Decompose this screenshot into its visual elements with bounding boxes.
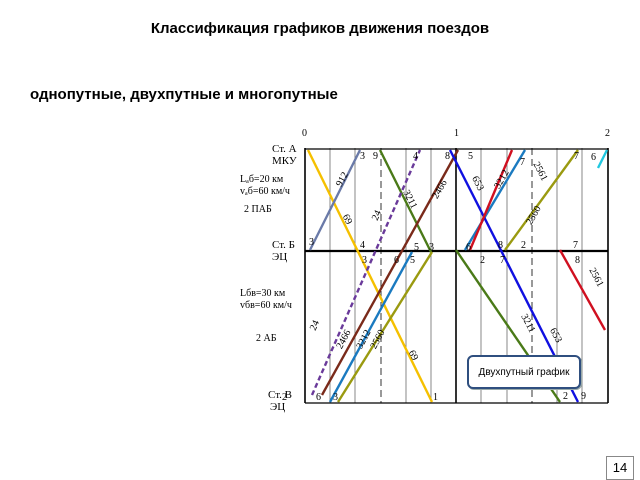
train-line-purple <box>310 149 422 396</box>
station-b-name: Ст. Б <box>272 239 295 251</box>
station-a-type: МКУ <box>272 155 297 167</box>
minute-mark: 2 <box>563 391 568 402</box>
train-line-green-1 <box>378 149 433 253</box>
minute-mark: 5 <box>468 151 473 162</box>
callout-double-track: Двухпутный график <box>467 355 581 389</box>
train-line-teal-2 <box>463 149 527 251</box>
station-v-name: Ст. В <box>268 389 293 401</box>
minute-mark: 5 <box>414 242 419 253</box>
minute-mark: 6 <box>316 392 321 403</box>
train-line-red-2 <box>558 249 607 331</box>
train-line-yellow <box>306 149 434 403</box>
minute-mark: 8 <box>498 240 503 251</box>
minute-mark: 3 <box>360 151 365 162</box>
minute-mark: 4 <box>360 240 365 251</box>
minute-mark: 9 <box>581 391 586 402</box>
train-line-cyan <box>596 149 609 169</box>
minute-mark: 7 <box>500 255 505 266</box>
section-ab-block: 2 ПАБ <box>244 204 272 215</box>
minute-mark: 8 <box>575 255 580 266</box>
section-bv-speed: vбв=60 км/ч <box>240 300 292 311</box>
minute-mark: 3 <box>429 242 434 253</box>
minute-mark: 6 <box>591 152 596 163</box>
minute-mark: 3 <box>309 237 314 248</box>
train-line-slate <box>308 149 362 251</box>
minute-mark: 8 <box>445 151 450 162</box>
hour-label-1: 1 <box>454 128 459 139</box>
minute-mark: 2 <box>480 255 485 266</box>
minute-mark: 7 <box>520 157 525 168</box>
minute-mark: 7 <box>573 240 578 251</box>
slide-number: 14 <box>606 456 634 480</box>
section-bv-block: 2 АБ <box>256 333 277 344</box>
train-line-olive-1 <box>336 251 434 403</box>
section-ab-length: Lₐб=20 км <box>240 174 284 185</box>
slide-subtitle: однопутные, двухпутные и многопутные <box>30 86 338 103</box>
minute-mark: 6 <box>394 255 399 266</box>
minute-mark: 3 <box>362 255 367 266</box>
station-a-name: Ст. А <box>272 143 297 155</box>
minute-mark: 6 <box>466 242 471 253</box>
train-line-brown <box>320 149 460 396</box>
minute-mark: 9 <box>373 151 378 162</box>
slide-title: Классификация графиков движения поездов <box>150 20 490 37</box>
section-bv-length: Lбв=30 км <box>240 288 286 299</box>
minute-mark: 2 <box>282 392 287 403</box>
hour-label-0: 0 <box>302 128 307 139</box>
minute-mark: 5 <box>410 255 415 266</box>
hour-label-2: 2 <box>605 128 610 139</box>
train-line-teal-1 <box>328 251 414 403</box>
minute-mark: 7 <box>574 151 579 162</box>
station-b-type: ЭЦ <box>272 251 288 263</box>
minute-mark: 1 <box>433 392 438 403</box>
minute-mark: 2 <box>521 240 526 251</box>
train-line-olive-2 <box>504 149 579 251</box>
minute-mark: 3 <box>333 392 338 403</box>
station-v-type: ЭЦ <box>270 401 286 413</box>
train-line-red-1 <box>468 149 514 251</box>
grid-hour-lines <box>304 148 609 403</box>
minute-mark: 4 <box>413 151 418 162</box>
section-ab-speed: vₐб=60 км/ч <box>240 186 290 197</box>
